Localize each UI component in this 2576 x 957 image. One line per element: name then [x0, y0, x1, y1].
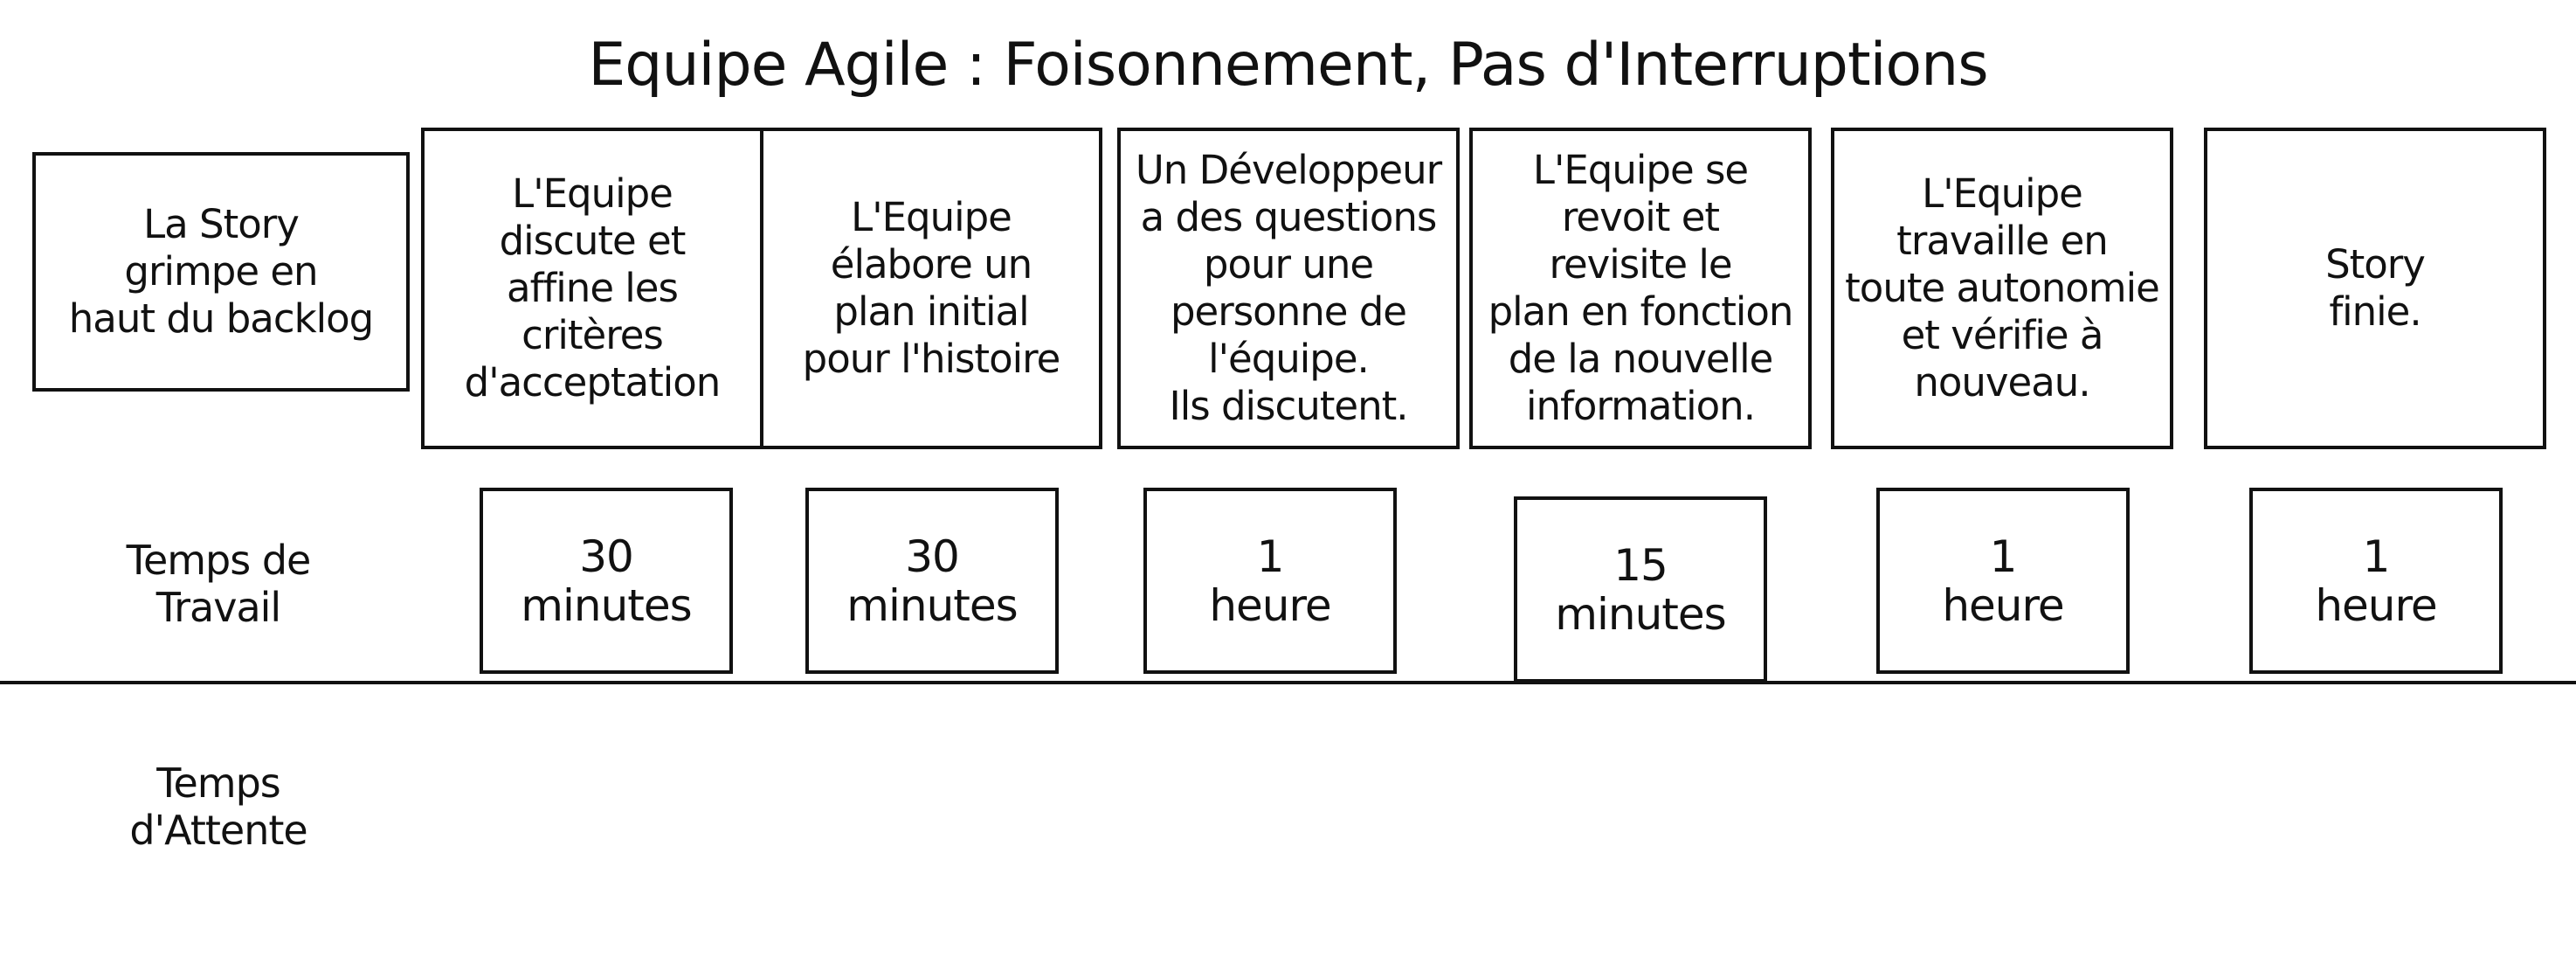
step-text: L'Equipe travaille en toute autonomie et…: [1845, 170, 2160, 406]
step-text: L'Equipe se revoit et revisite le plan e…: [1488, 147, 1794, 429]
diagram-title: Equipe Agile : Foisonnement, Pas d'Inter…: [588, 31, 1988, 100]
step-text: Story finie.: [2325, 241, 2426, 335]
step-text: La Story grimpe en haut du backlog: [68, 201, 374, 342]
step-box-autonomy: L'Equipe travaille en toute autonomie et…: [1831, 128, 2173, 449]
work-time-value: 1 heure: [1942, 531, 2064, 631]
work-time-box: 30 minutes: [480, 488, 733, 674]
wait-time-label: Temps d'Attente: [129, 759, 307, 854]
step-box-backlog: La Story grimpe en haut du backlog: [32, 152, 410, 392]
step-box-revisit: L'Equipe se revoit et revisite le plan e…: [1469, 128, 1812, 449]
work-time-box: 1 heure: [1876, 488, 2130, 674]
work-time-label: Temps de Travail: [126, 537, 312, 631]
work-time-value: 15 minutes: [1555, 539, 1726, 640]
step-box-questions: Un Développeur a des questions pour une …: [1117, 128, 1460, 449]
work-time-box: 15 minutes: [1514, 496, 1767, 683]
work-time-value: 30 minutes: [846, 531, 1018, 631]
step-box-refine: L'Equipe discute et affine les critères …: [421, 128, 763, 449]
step-box-done: Story finie.: [2204, 128, 2546, 449]
step-text: L'Equipe discute et affine les critères …: [464, 170, 722, 406]
step-box-plan: L'Equipe élabore un plan initial pour l'…: [760, 128, 1102, 449]
work-time-box: 1 heure: [1143, 488, 1397, 674]
work-time-value: 1 heure: [1209, 531, 1331, 631]
work-time-box: 30 minutes: [805, 488, 1059, 674]
work-time-box: 1 heure: [2249, 488, 2503, 674]
work-time-value: 30 minutes: [521, 531, 692, 631]
work-time-value: 1 heure: [2315, 531, 2437, 631]
timeline-divider: [0, 681, 2576, 684]
step-text: Un Développeur a des questions pour une …: [1135, 147, 1442, 429]
step-text: L'Equipe élabore un plan initial pour l'…: [802, 194, 1061, 382]
